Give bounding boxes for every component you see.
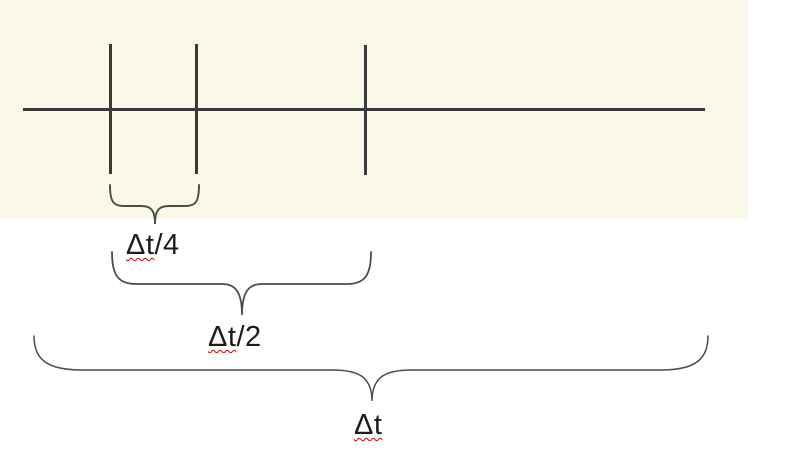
brace-half-icon <box>111 251 372 316</box>
label-quarter-suffix: /4 <box>154 229 180 261</box>
tick-mark-3 <box>364 45 367 175</box>
label-half-suffix: /2 <box>236 321 262 353</box>
brace-full-icon <box>33 335 709 402</box>
label-quarter-interval: Δt/4 <box>126 231 180 260</box>
label-half-base: Δt <box>208 321 237 353</box>
label-half-interval: Δt/2 <box>208 323 262 352</box>
label-full-interval: Δt <box>354 411 382 440</box>
brace-quarter-icon <box>109 184 200 225</box>
tick-mark-1 <box>109 44 112 174</box>
label-quarter-base: Δt <box>126 229 155 261</box>
label-full-base: Δt <box>354 409 383 441</box>
tick-mark-2 <box>195 44 198 174</box>
